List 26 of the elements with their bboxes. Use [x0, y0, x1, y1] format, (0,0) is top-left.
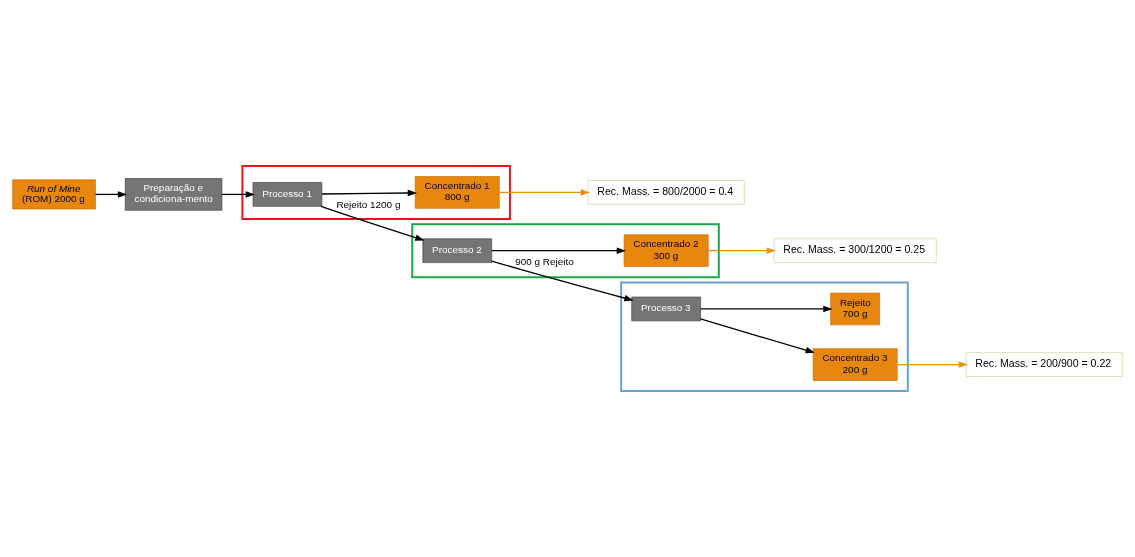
- node-box: Processo 2: [422, 238, 492, 263]
- arrow: [221, 191, 255, 198]
- arrow: [707, 247, 776, 254]
- node-box: Rec. Mass. = 200/900 = 0.22: [965, 352, 1123, 377]
- node-box: Rec. Mass. = 800/2000 = 0.4: [587, 180, 745, 205]
- node-box: Preparação e condiciona-mento: [124, 178, 223, 211]
- node-box: Concentrado 1 800 g: [414, 176, 500, 209]
- node-box: Run of Mine (ROM) 2000 g: [12, 179, 96, 210]
- arrow: [94, 191, 128, 198]
- node-box: Concentrado 2 300 g: [623, 234, 709, 267]
- node-box: Rec. Mass. = 300/1200 = 0.25: [773, 238, 937, 263]
- node-box: Processo 1: [252, 182, 323, 207]
- arrow: [491, 247, 626, 254]
- edge-label: 900 g Rejeito: [515, 255, 574, 267]
- arrow: [699, 305, 833, 313]
- cluster: [241, 164, 511, 220]
- node-box: Processo 3: [631, 296, 701, 322]
- arrow: [699, 318, 815, 354]
- arrow: [896, 361, 968, 368]
- node-box: Rejeito 700 g: [830, 292, 880, 326]
- arrow: [491, 260, 634, 302]
- arrow: [498, 189, 590, 196]
- arrow: [320, 205, 425, 241]
- edge-label: Rejeito 1200 g: [336, 199, 401, 211]
- node-box: Concentrado 3 200 g: [812, 348, 898, 381]
- arrow: [321, 189, 417, 197]
